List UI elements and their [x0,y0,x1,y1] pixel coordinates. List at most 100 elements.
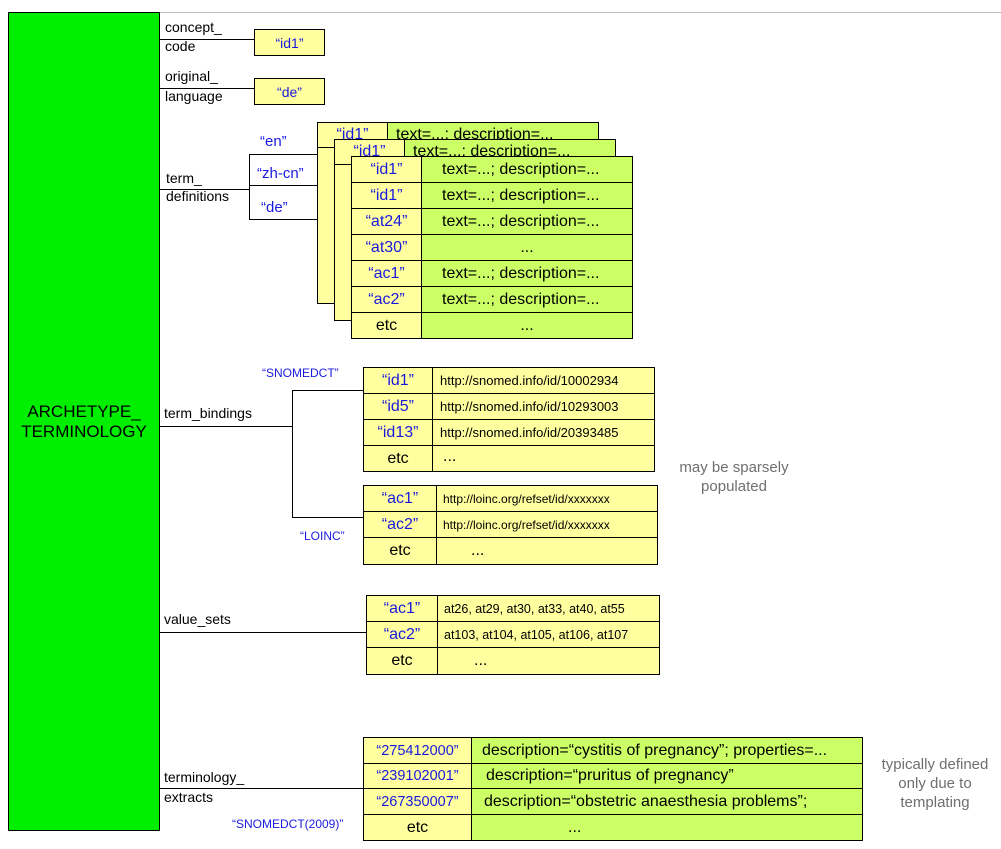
term-definitions-connector [160,189,250,190]
snomed-binding-row: “id13” http://snomed.info/id/20393485 [363,419,655,446]
main-title-line2: TERMINOLOGY [21,421,147,441]
definitions-code: “ac2” [352,287,422,312]
definitions-code: “at30” [352,235,422,260]
snomed-binding-row: etc ... [363,445,655,472]
definitions-text: ... [520,316,534,334]
snomed-binding-row: “id5” http://snomed.info/id/10293003 [363,393,655,420]
concept-code-value: “id1” [275,34,304,51]
definitions-row: “at24” text=...; description=... [351,208,633,235]
definitions-row: “ac1” text=...; description=... [351,260,633,287]
term-bindings-bracket [292,390,293,518]
snomed-binding-uri: http://snomed.info/id/10293003 [440,399,619,414]
definitions-code: “id1” [352,183,422,208]
terminology-extracts-label-line1: terminology_ [164,769,245,785]
definitions-row: “ac2” text=...; description=... [351,286,633,313]
value-set-members: at103, at104, at105, at106, at107 [444,627,629,642]
loinc-binding-row: “ac2” http://loinc.org/refset/id/xxxxxxx [363,511,658,538]
extract-code: “239102001” [364,764,472,788]
snomed-binding-code: “id5” [364,394,433,419]
snomed-label: “SNOMEDCT” [262,366,339,380]
snomed-binding-uri: http://snomed.info/id/10002934 [440,373,619,388]
lang-zh-cn-line [249,185,333,186]
extract-code: “267350007” [364,789,472,814]
extract-row: etc ... [363,814,863,841]
extract-text: ... [568,818,582,836]
loinc-binding-row: “ac1” http://loinc.org/refset/id/xxxxxxx [363,485,658,512]
loinc-binding-row: etc ... [363,537,658,565]
definitions-code: etc [352,313,422,338]
term-bindings-label: term_bindings [164,405,252,421]
extract-row: “267350007” description=“obstetric anaes… [363,788,863,815]
loinc-bindings-table: “ac1” http://loinc.org/refset/id/xxxxxxx… [363,485,658,565]
extract-code: etc [364,815,472,840]
definitions-row: “id1” text=...; description=... [351,156,633,183]
lang-en-label: “en” [260,133,287,150]
sparse-note-line2: populated [701,478,767,495]
snomed-connector [292,390,363,391]
original-language-cell: “de” [254,78,325,105]
term-definitions-label-line1: term_ [166,170,202,186]
snomed-binding-code: “id1” [364,368,433,393]
value-set-code: “ac1” [367,596,438,621]
value-set-members: ... [474,652,488,669]
extract-row: “275412000” description=“cystitis of pre… [363,737,863,764]
extract-text: description=“obstetric anaesthesia probl… [484,792,808,810]
loinc-label: “LOINC” [300,529,345,543]
original-language-table: “de” [254,78,325,105]
snomed-binding-code: “id13” [364,420,433,445]
loinc-binding-uri: http://loinc.org/refset/id/xxxxxxx [443,517,610,532]
loinc-binding-code: “ac2” [364,512,437,537]
value-set-row: etc ... [366,647,660,675]
loinc-binding-uri: ... [471,542,485,559]
definitions-zh-cn-text: text=...; description=... [413,143,571,160]
extract-text: description=“pruritus of pregnancy” [486,767,734,784]
value-set-row: “ac2” at103, at104, at105, at106, at107 [366,621,660,648]
lang-en-line [249,154,317,155]
definitions-row: “at30” ... [351,234,633,261]
archetype-terminology-box: ARCHETYPE_ TERMINOLOGY [8,12,160,831]
term-definitions-label-line2: definitions [166,188,230,204]
extract-row: “239102001” description=“pruritus of pre… [363,763,863,789]
value-sets-connector [160,632,366,633]
original-language-label-line1: original_ [165,68,218,84]
extract-code: “275412000” [364,738,472,763]
value-set-code: “ac2” [367,622,438,647]
original-language-label-line2: language [165,88,223,104]
terminology-extracts-connector [160,788,363,789]
lang-de-label: “de” [261,199,288,216]
loinc-binding-uri: http://loinc.org/refset/id/xxxxxxx [443,491,610,506]
term-definitions-bracket [249,154,250,220]
loinc-connector [292,517,363,518]
concept-code-cell: “id1” [254,29,325,56]
extract-text: description=“cystitis of pregnancy”; pro… [482,741,828,759]
main-title-line1: ARCHETYPE_ [27,401,141,421]
definitions-text: text=...; description=... [442,186,600,204]
concept-code-label-line2: code [165,38,196,54]
templating-note-line2: only due to [898,775,972,792]
templating-note-line1: typically defined [881,756,989,773]
definitions-row: “id1” text=...; description=... [351,182,633,209]
value-sets-label: value_sets [164,611,231,627]
definitions-text: text=...; description=... [442,212,600,230]
value-sets-table: “ac1” at26, at29, at30, at33, at40, at55… [366,595,660,675]
top-rule [160,12,1001,13]
terminology-extracts-table: “275412000” description=“cystitis of pre… [363,737,863,841]
value-set-row: “ac1” at26, at29, at30, at33, at40, at55 [366,595,660,622]
original-language-connector [160,88,254,89]
definitions-row: etc ... [351,312,633,339]
snomed-2009-label: “SNOMEDCT(2009)” [232,817,344,831]
definitions-code: “at24” [352,209,422,234]
lang-zh-cn-label: “zh-cn” [257,165,304,182]
term-bindings-connector [160,426,292,427]
templating-note-line3: templating [900,794,970,811]
snomed-binding-row: “id1” http://snomed.info/id/10002934 [363,367,655,394]
sparse-note-line1: may be sparsely [679,459,789,476]
value-set-code: etc [367,648,438,674]
definitions-sheet-de: “id1” text=...; description=... “id1” te… [351,156,633,339]
concept-code-label-line1: concept_ [165,19,222,35]
snomed-binding-code: etc [364,446,433,471]
definitions-text: text=...; description=... [442,290,600,308]
definitions-text: text=...; description=... [442,264,600,282]
definitions-code: “id1” [352,157,422,182]
loinc-binding-code: etc [364,538,437,564]
